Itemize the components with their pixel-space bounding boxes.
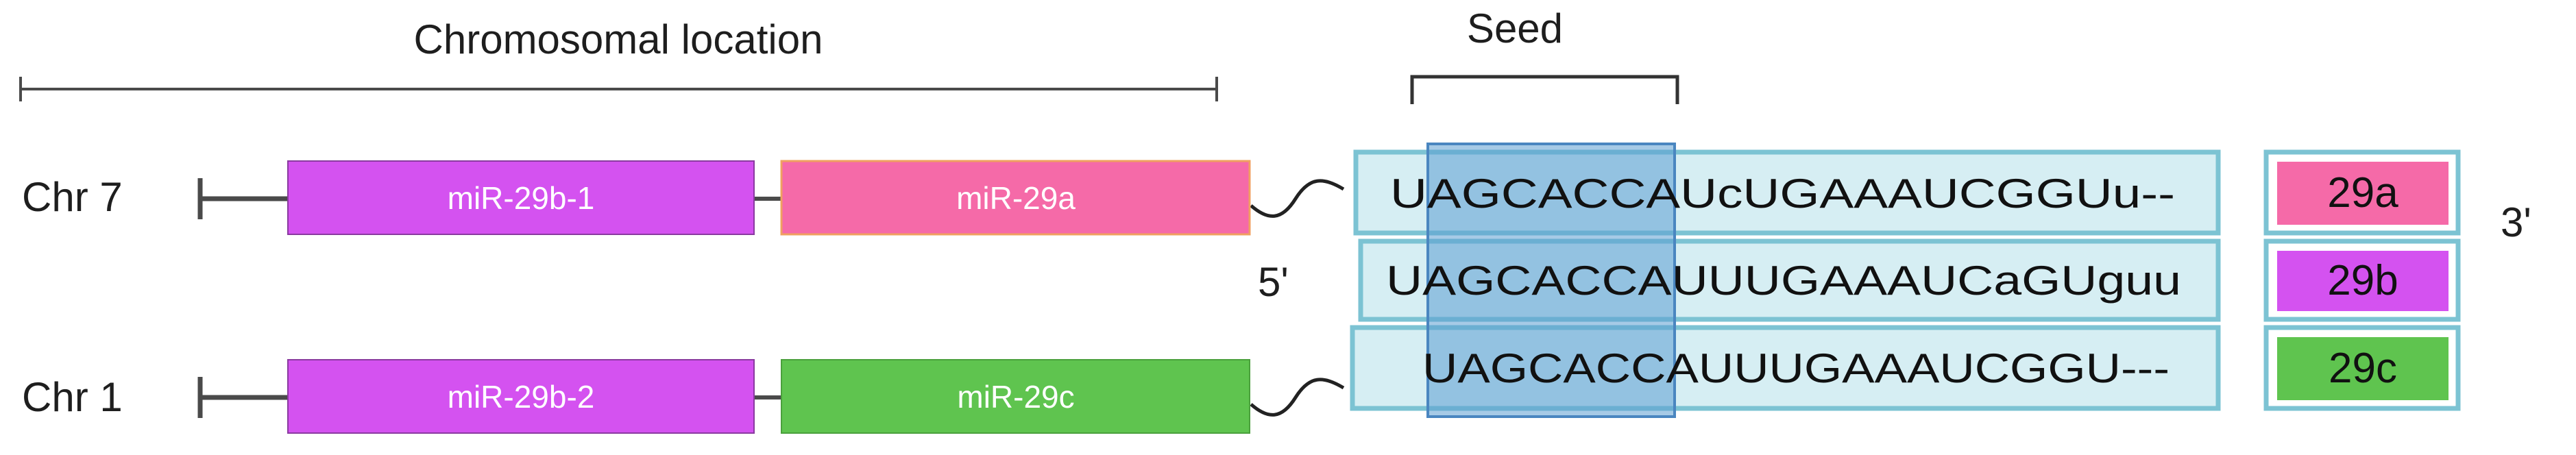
gene-box-mir-29c xyxy=(781,359,1250,434)
sequence-text-29c: UAGCACCAUUUGAAAUCGGU--- xyxy=(1422,345,2170,391)
tag-label-29c: 29c xyxy=(2329,345,2397,392)
chromosomal-location-label: Chromosomal location xyxy=(414,16,823,62)
gene-label-mir-29a: miR-29a xyxy=(956,180,1076,216)
five-prime-label: 5' xyxy=(1258,259,1289,305)
sequence-text-29b: UAGCACCAUUUGAAAUCaGUguu xyxy=(1386,258,2181,304)
tag-fill-29b xyxy=(2277,251,2449,311)
sequence-text-29a: UAGCACCAUcUGAAAUCGGUu-- xyxy=(1390,171,2175,217)
chr1-track xyxy=(197,377,1345,418)
tag-fill-29a xyxy=(2277,162,2449,225)
tag-label-29a: 29a xyxy=(2327,169,2398,217)
tag-label-29b: 29b xyxy=(2327,257,2398,304)
chromosomal-location-scale xyxy=(19,77,1218,101)
gene-label-mir-29c: miR-29c xyxy=(957,379,1074,415)
seed-label: Seed xyxy=(1467,5,1563,51)
chr1-squiggle xyxy=(1250,378,1345,417)
gene-box-mir-29b-1 xyxy=(287,160,755,235)
seed-bracket xyxy=(1410,75,1679,104)
gene-box-mir-29a xyxy=(780,160,1251,236)
chr7-label: Chr 7 xyxy=(22,174,123,220)
seed-highlight xyxy=(1426,143,1676,418)
three-prime-label: 3' xyxy=(2501,199,2531,245)
chr7-squiggle xyxy=(1250,179,1345,218)
gene-label-mir-29b-1: miR-29b-1 xyxy=(448,180,595,216)
gene-label-mir-29b-2: miR-29b-2 xyxy=(448,379,595,415)
tag-fill-29c xyxy=(2277,337,2449,400)
gene-box-mir-29b-2 xyxy=(287,359,755,434)
chr1-label: Chr 1 xyxy=(22,374,123,420)
chr7-track xyxy=(197,178,1345,219)
